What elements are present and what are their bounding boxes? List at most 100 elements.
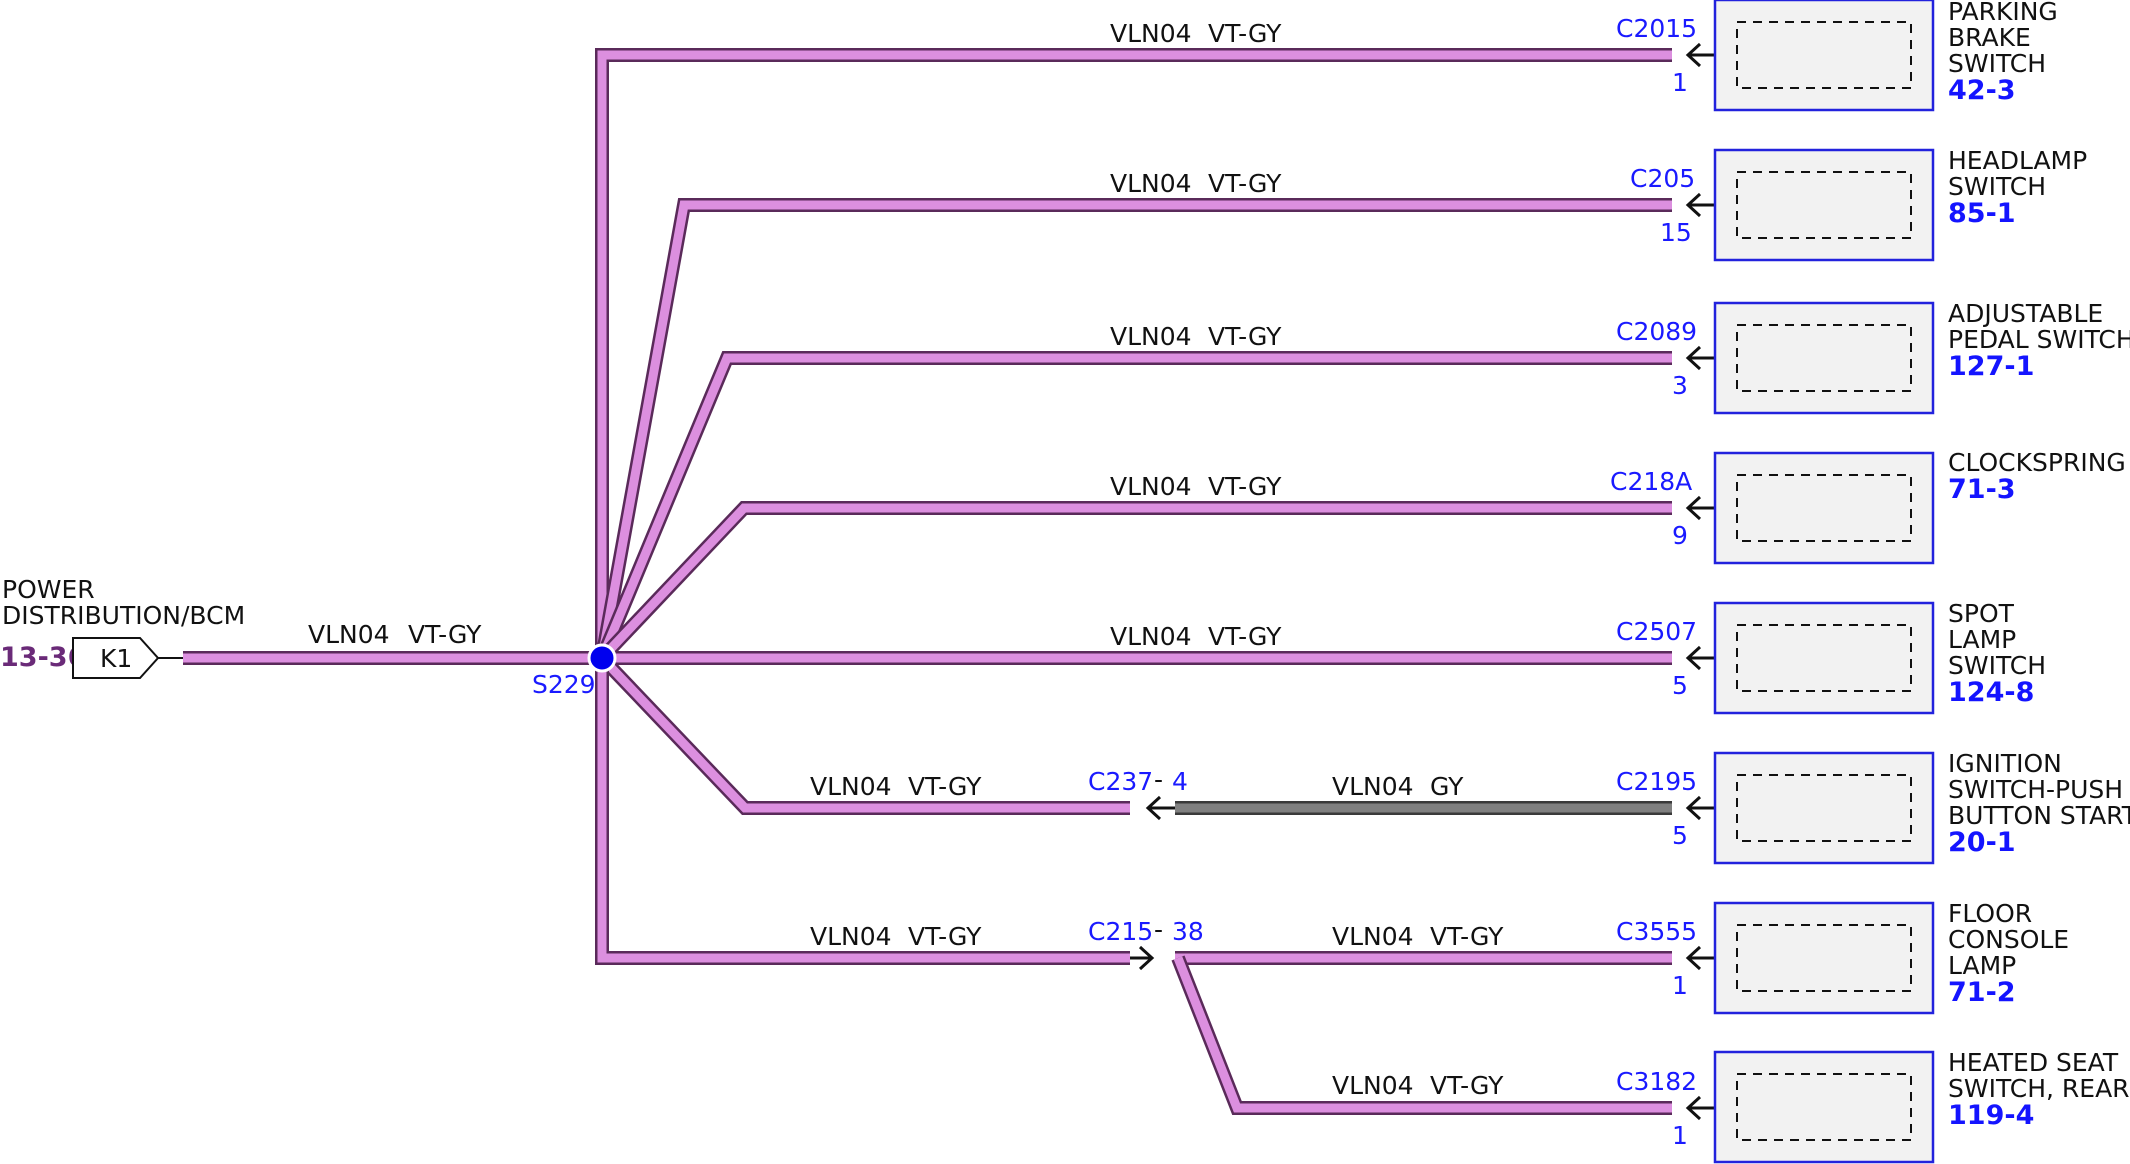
inline-connector-c215[interactable]: C215 - 38: [1088, 915, 1204, 971]
branch-wire-7[interactable]: [595, 658, 1130, 965]
connector-c218a[interactable]: C218A 9: [1610, 467, 1736, 550]
device-floor-console-lamp[interactable]: FLOOR CONSOLE LAMP 71-2: [1713, 899, 2069, 1015]
inline-connector-c237[interactable]: C237 - 4: [1088, 765, 1188, 821]
device-clockspring[interactable]: CLOCKSPRING 71-3: [1713, 448, 2126, 565]
device-box: [1713, 751, 1935, 865]
connector-c3182-id: C3182: [1616, 1067, 1697, 1096]
source-name-line2: DISTRIBUTION/BCM: [2, 601, 245, 630]
branch-wire-4[interactable]: [596, 501, 1672, 663]
inline-connector-c215-dash: -: [1154, 915, 1163, 944]
device-box: [1713, 148, 1935, 262]
device-3-page-ref[interactable]: 127-1: [1948, 351, 2034, 382]
branch-7-color2: VT-GY: [1430, 922, 1504, 951]
branch-5-circuit: VLN04: [1110, 622, 1192, 651]
device-heated-seat-switch-rear[interactable]: HEATED SEAT SWITCH, REAR 119-4: [1713, 1048, 2130, 1164]
branch-6-color: VT-GY: [908, 772, 982, 801]
device-5-line1: SPOT: [1948, 599, 2015, 628]
device-6-line2: SWITCH-PUSH: [1948, 775, 2123, 804]
connector-c205-id: C205: [1630, 164, 1695, 193]
connector-c2015-id: C2015: [1616, 14, 1697, 43]
connector-c3555-pin: 1: [1672, 971, 1688, 1000]
device-1-line1: PARKING: [1948, 0, 2058, 26]
splice-label: S229: [532, 670, 596, 699]
device-4-page-ref[interactable]: 71-3: [1948, 474, 2016, 505]
device-box: [1713, 451, 1935, 565]
device-7-page-ref[interactable]: 71-2: [1948, 977, 2016, 1008]
device-8-line1: HEATED SEAT: [1948, 1048, 2119, 1077]
source-page-ref[interactable]: 13-36: [0, 642, 86, 673]
branch-wire-3[interactable]: [595, 351, 1672, 661]
branch-wire-8[interactable]: [1171, 955, 1672, 1115]
device-6-page-ref[interactable]: 20-1: [1948, 827, 2016, 858]
connector-c2089-pin: 3: [1672, 371, 1688, 400]
branch-4-color: VT-GY: [1208, 472, 1282, 501]
branch-7-color: VT-GY: [908, 922, 982, 951]
source-pin-label: K1: [100, 644, 132, 673]
connector-c3182[interactable]: C3182 1: [1616, 1067, 1736, 1150]
branch-2-circuit: VLN04: [1110, 169, 1192, 198]
device-6-line1: IGNITION: [1948, 749, 2062, 778]
device-2-line2: SWITCH: [1948, 172, 2046, 201]
connector-c2089[interactable]: C2089 3: [1616, 317, 1736, 400]
branch-6-color2: GY: [1430, 772, 1464, 801]
branch-1-color: VT-GY: [1208, 19, 1282, 48]
device-2-line1: HEADLAMP: [1948, 146, 2087, 175]
device-3-line2: PEDAL SWITCH: [1948, 325, 2130, 354]
inline-connector-c237-icon: [1145, 795, 1175, 821]
device-ignition-switch-push-button-start[interactable]: IGNITION SWITCH-PUSH BUTTON START 20-1: [1713, 749, 2130, 865]
connector-c2015-pin: 1: [1672, 68, 1688, 97]
splice-dot[interactable]: [587, 643, 617, 673]
connector-c3555-id: C3555: [1616, 917, 1697, 946]
device-box: [1713, 1050, 1935, 1164]
device-1-page-ref[interactable]: 42-3: [1948, 75, 2016, 106]
device-1-line2: BRAKE: [1948, 23, 2031, 52]
connector-c3555[interactable]: C3555 1: [1616, 917, 1736, 1000]
branch-3-circuit: VLN04: [1110, 322, 1192, 351]
connector-c2195-id: C2195: [1616, 767, 1697, 796]
connector-c2507-id: C2507: [1616, 617, 1697, 646]
branch-wire-1[interactable]: [595, 48, 1672, 658]
branch-3-color: VT-GY: [1208, 322, 1282, 351]
device-8-page-ref[interactable]: 119-4: [1948, 1100, 2034, 1131]
inline-connector-c237-pin: 4: [1172, 767, 1188, 796]
device-headlamp-switch[interactable]: HEADLAMP SWITCH 85-1: [1713, 146, 2087, 262]
branch-wire-6[interactable]: [596, 653, 1130, 815]
device-7-line3: LAMP: [1948, 951, 2016, 980]
branch-wire-2[interactable]: [595, 198, 1672, 660]
connector-c205[interactable]: C205 15: [1630, 164, 1736, 247]
branch-8-circuit: VLN04: [1332, 1071, 1414, 1100]
connector-c2507[interactable]: C2507 5: [1616, 617, 1736, 700]
wire-group: [183, 48, 1672, 1115]
device-box: [1713, 901, 1935, 1015]
device-spot-lamp-switch[interactable]: SPOT LAMP SWITCH 124-8: [1713, 599, 2046, 715]
device-5-line2: LAMP: [1948, 625, 2016, 654]
device-parking-brake-switch[interactable]: PARKING BRAKE SWITCH 42-3: [1713, 0, 2058, 112]
inline-connector-c215-id: C215: [1088, 917, 1153, 946]
device-box: [1713, 301, 1935, 415]
connector-c2089-id: C2089: [1616, 317, 1697, 346]
trunk-circuit: VLN04: [308, 620, 390, 649]
source-name-line1: POWER: [2, 575, 95, 604]
device-2-page-ref[interactable]: 85-1: [1948, 198, 2016, 229]
source-block: POWER DISTRIBUTION/BCM 13-36 K1: [0, 575, 245, 679]
branch-4-circuit: VLN04: [1110, 472, 1192, 501]
trunk-color: VT-GY: [408, 620, 482, 649]
branch-labels: VLN04 VT-GY VLN04 VT-GY VLN04 VT-GY VLN0…: [810, 19, 1504, 1100]
device-6-line3: BUTTON START: [1948, 801, 2130, 830]
branch-6-circuit2: VLN04: [1332, 772, 1414, 801]
device-adjustable-pedal-switch[interactable]: ADJUSTABLE PEDAL SWITCH 127-1: [1713, 299, 2130, 415]
connector-c218a-id: C218A: [1610, 467, 1692, 496]
device-7-line1: FLOOR: [1948, 899, 2032, 928]
device-4-line1: CLOCKSPRING: [1948, 448, 2126, 477]
device-5-line3: SWITCH: [1948, 651, 2046, 680]
connector-c205-pin: 15: [1660, 218, 1692, 247]
branch-7-circuit: VLN04: [810, 922, 892, 951]
connector-c218a-pin: 9: [1672, 521, 1688, 550]
device-1-line3: SWITCH: [1948, 49, 2046, 78]
inline-connector-c237-id: C237: [1088, 767, 1153, 796]
connector-c2195-pin: 5: [1672, 821, 1688, 850]
branch-7-circuit2: VLN04: [1332, 922, 1414, 951]
device-5-page-ref[interactable]: 124-8: [1948, 677, 2034, 708]
connector-c2195[interactable]: C2195 5: [1616, 767, 1736, 850]
